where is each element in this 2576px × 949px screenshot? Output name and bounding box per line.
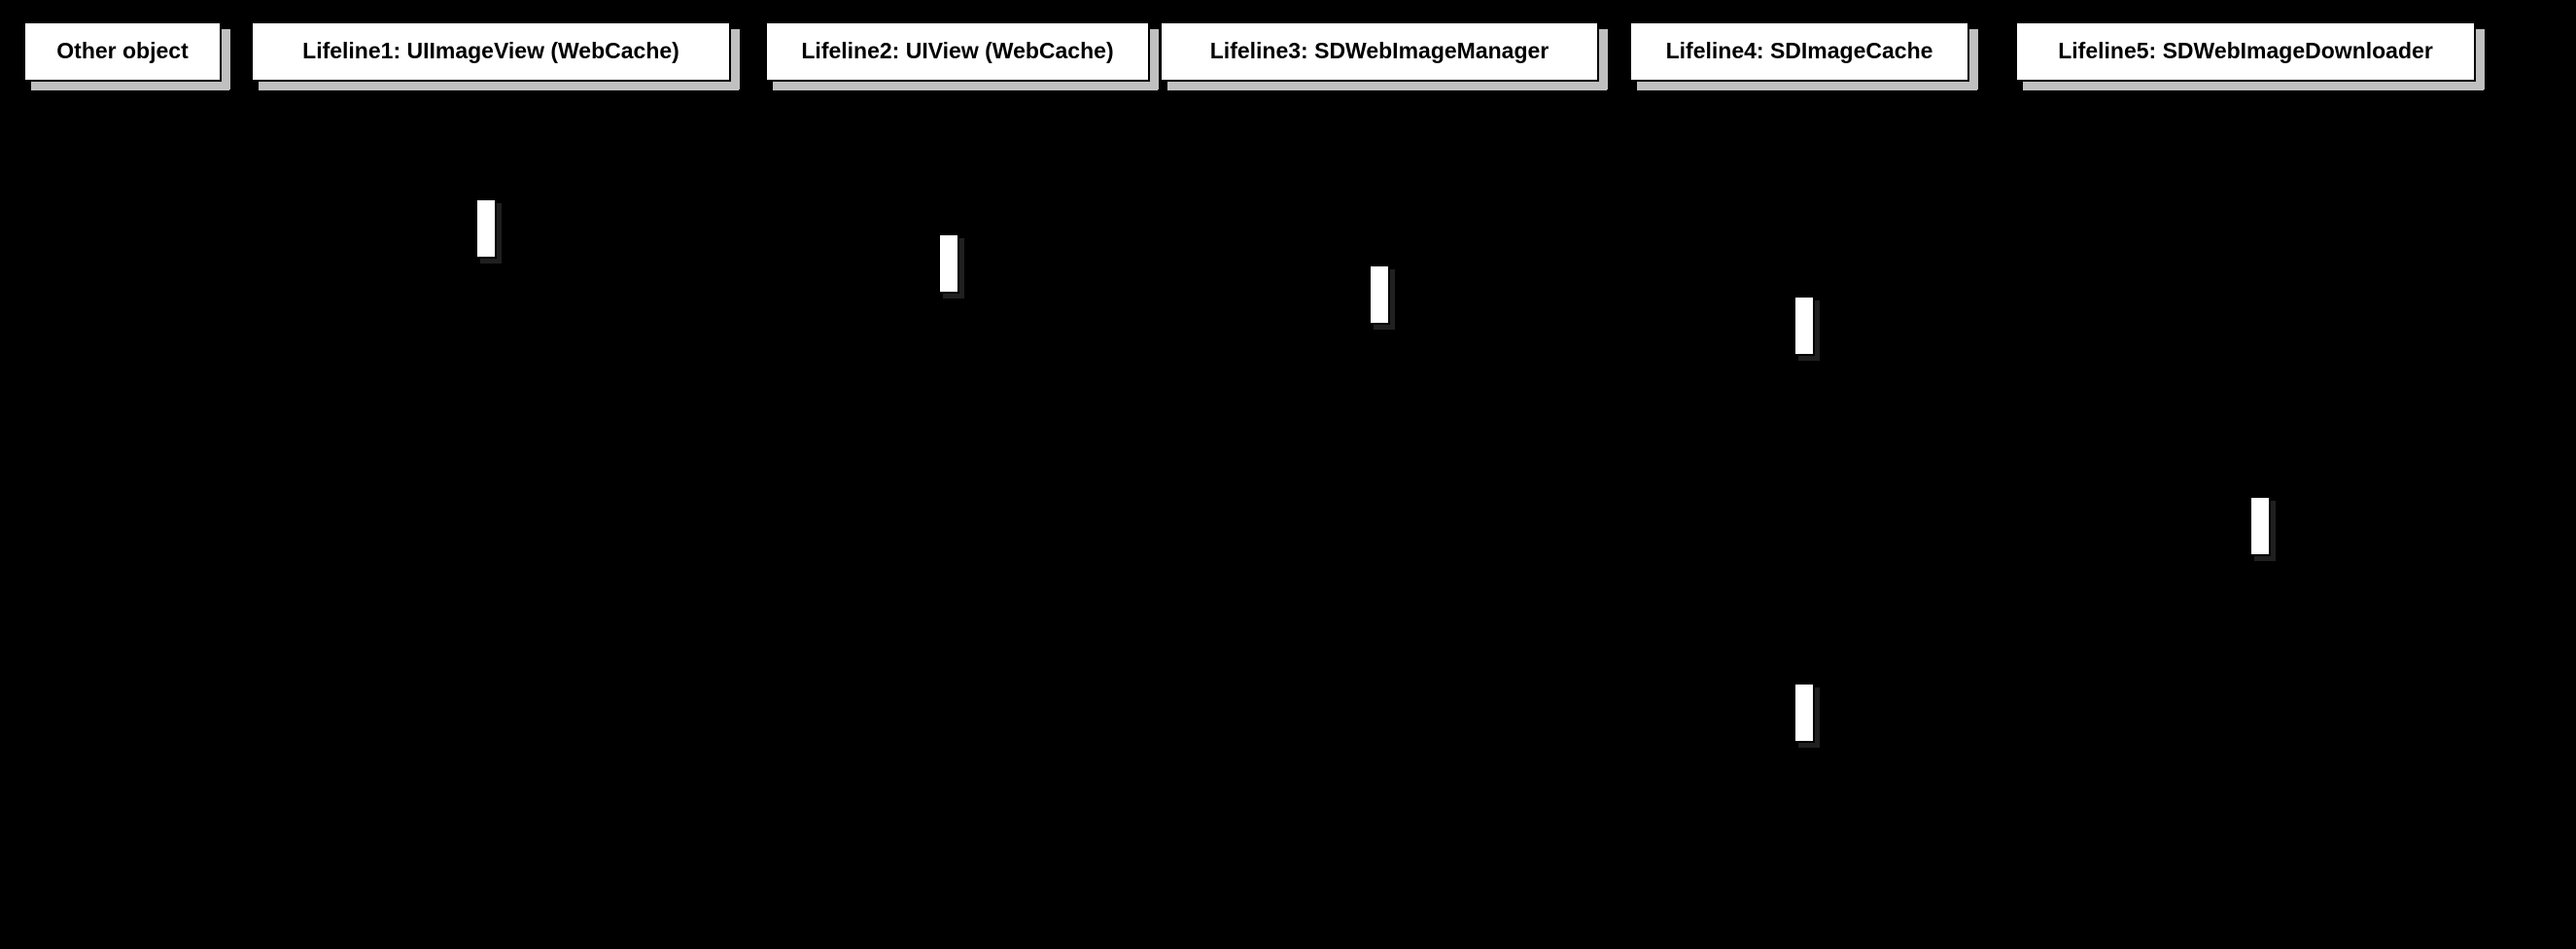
- lifeline-head-shadow: [1150, 29, 1159, 89]
- message-line-msg-4[interactable]: [1378, 296, 1803, 298]
- message-line-msg-6[interactable]: [1378, 683, 1803, 685]
- message-label-msg-1: sd_setImageWithURL:: [134, 173, 320, 193]
- lifeline-head-shadow: [773, 82, 1158, 90]
- message-label-msg-4: queryDiskCacheForKey:: [1390, 270, 1590, 291]
- lifeline-head-lifeline5[interactable]: Lifeline5: SDWebImageDownloader: [2015, 21, 2476, 82]
- lifeline-head-label: Other object: [56, 38, 189, 64]
- lifeline-stem-lifeline1: [484, 82, 486, 949]
- lifeline-head-lifeline2[interactable]: Lifeline2: UIView (WebCache): [765, 21, 1150, 82]
- lifeline-stem-lifeline3: [1377, 82, 1379, 949]
- message-line-msg-1[interactable]: [122, 198, 485, 200]
- lifeline-head-label: Lifeline4: SDImageCache: [1665, 38, 1933, 64]
- lifeline-head-other[interactable]: Other object: [23, 21, 222, 82]
- message-line-msg-2[interactable]: [485, 233, 948, 235]
- message-line-msg-5[interactable]: [1378, 496, 2259, 498]
- lifeline-head-lifeline4[interactable]: Lifeline4: SDImageCache: [1629, 21, 1969, 82]
- activation-bar-lifeline3[interactable]: [1369, 264, 1390, 325]
- lifeline-head-label: Lifeline2: UIView (WebCache): [801, 38, 1114, 64]
- lifeline-head-shadow: [2023, 82, 2484, 90]
- lifeline-head-shadow: [731, 29, 740, 89]
- activation-bar-lifeline2[interactable]: [938, 233, 959, 294]
- lifeline-head-shadow: [1599, 29, 1608, 89]
- message-line-msg-3[interactable]: [948, 264, 1378, 266]
- activation-bar-lifeline4[interactable]: [1793, 683, 1815, 743]
- activation-bar-lifeline4[interactable]: [1793, 296, 1815, 356]
- lifeline-head-shadow: [2476, 29, 2485, 89]
- lifeline-head-label: Lifeline5: SDWebImageDownloader: [2058, 38, 2433, 64]
- lifeline-stem-other: [122, 82, 123, 949]
- message-label-msg-5: downloadImageWithURL:: [1390, 471, 1600, 491]
- lifeline-head-label: Lifeline1: UIImageView (WebCache): [302, 38, 679, 64]
- message-label-msg-3: downloadImageWithURL:: [959, 239, 1169, 260]
- message-label-msg-2: sd_internalSetImageWithURL:: [497, 208, 746, 228]
- lifeline-head-shadow: [1969, 29, 1978, 89]
- lifeline-head-shadow: [1167, 82, 1607, 90]
- lifeline-head-shadow: [31, 82, 229, 90]
- lifeline-head-shadow: [259, 82, 739, 90]
- activation-bar-lifeline1[interactable]: [475, 198, 497, 259]
- lifeline-stem-lifeline4: [1802, 82, 1804, 949]
- lifeline-head-shadow: [222, 29, 230, 89]
- activation-bar-lifeline5[interactable]: [2249, 496, 2271, 556]
- lifeline-head-shadow: [1637, 82, 1977, 90]
- lifeline-head-lifeline3[interactable]: Lifeline3: SDWebImageManager: [1160, 21, 1599, 82]
- lifeline-head-label: Lifeline3: SDWebImageManager: [1209, 38, 1549, 64]
- lifeline-stem-lifeline2: [947, 82, 949, 949]
- message-label-msg-6: storeImage:forKey:: [1390, 657, 1547, 678]
- lifeline-head-lifeline1[interactable]: Lifeline1: UIImageView (WebCache): [251, 21, 731, 82]
